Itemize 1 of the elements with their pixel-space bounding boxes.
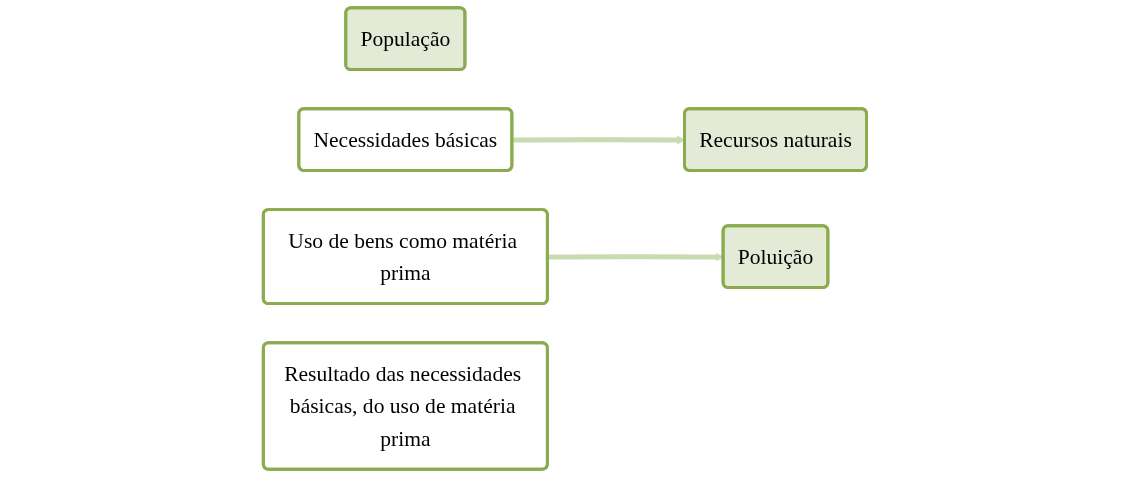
arrow [511,135,685,145]
